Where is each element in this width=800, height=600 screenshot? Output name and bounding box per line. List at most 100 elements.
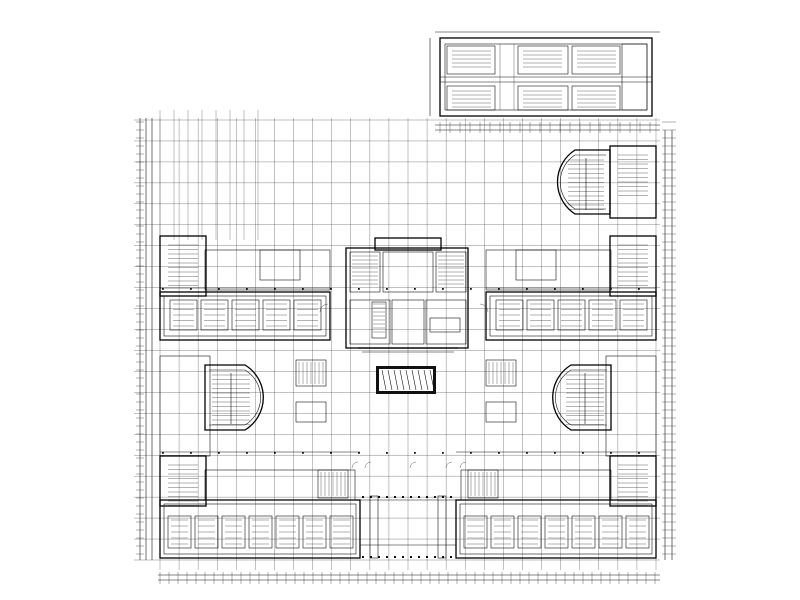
central-stair-treads <box>352 255 464 333</box>
column-marker <box>362 496 364 498</box>
lecture-hall-east <box>552 364 612 431</box>
annex-seat-rows <box>452 50 616 108</box>
classroom <box>495 299 524 331</box>
stair-line <box>405 369 411 391</box>
column-marker <box>426 556 428 558</box>
classroom <box>167 515 192 549</box>
column-marker <box>402 556 404 558</box>
column-marker <box>394 496 396 498</box>
stair-line <box>387 369 393 391</box>
east-upper-wing <box>485 235 657 341</box>
column-marker <box>638 288 640 290</box>
lecture-hall-seat-rows <box>212 158 604 425</box>
classroom <box>200 299 229 331</box>
stair-line <box>429 369 435 391</box>
classroom <box>557 299 586 331</box>
column-marker <box>246 452 248 454</box>
column-marker <box>386 452 388 454</box>
column-marker <box>402 496 404 498</box>
column-marker <box>302 452 304 454</box>
classroom <box>544 515 569 549</box>
annex-building <box>429 31 660 117</box>
column-marker <box>470 288 472 290</box>
column-marker <box>274 288 276 290</box>
classroom-seat-rows <box>167 154 650 549</box>
classroom <box>588 299 617 331</box>
classroom <box>526 299 555 331</box>
column-marker <box>394 556 396 558</box>
column-marker <box>370 496 372 498</box>
classroom <box>231 299 260 331</box>
classroom <box>571 515 596 549</box>
column-marker <box>386 556 388 558</box>
column-marker <box>442 452 444 454</box>
column-marker <box>434 556 436 558</box>
column-marker <box>386 288 388 290</box>
service-cores <box>259 249 557 499</box>
column-marker <box>370 556 372 558</box>
classroom <box>262 299 291 331</box>
column-marker <box>418 496 420 498</box>
column-marker <box>410 556 412 558</box>
column-marker <box>378 556 380 558</box>
classroom <box>625 515 650 549</box>
classroom <box>194 515 219 549</box>
column-marker <box>526 452 528 454</box>
column-marker <box>418 556 420 558</box>
column-marker <box>610 452 612 454</box>
column-marker <box>218 288 220 290</box>
column-marker <box>442 496 444 498</box>
column-marker <box>414 288 416 290</box>
column-marker <box>554 452 556 454</box>
dimension-chains <box>139 118 673 581</box>
column-marker <box>358 288 360 290</box>
column-marker <box>498 452 500 454</box>
column-marker <box>526 288 528 290</box>
column-marker <box>358 452 360 454</box>
west-upper-wing <box>159 235 331 341</box>
classroom <box>293 299 322 331</box>
connecting-corridors <box>159 355 657 559</box>
stair-line <box>399 369 405 391</box>
column-marker <box>414 452 416 454</box>
dimension-ticks <box>136 121 676 584</box>
classroom <box>248 515 273 549</box>
column-marker <box>442 556 444 558</box>
classroom <box>517 515 542 549</box>
column-marker <box>442 288 444 290</box>
column-marker <box>378 496 380 498</box>
column-marker <box>410 496 412 498</box>
column-marker <box>450 496 452 498</box>
classroom <box>275 515 300 549</box>
lecture-hall-west <box>204 364 264 431</box>
stair-line <box>381 369 387 391</box>
lecture-hall-ne <box>556 145 657 219</box>
service-core-hatching <box>298 362 514 496</box>
stair-line <box>411 369 417 391</box>
column-marker <box>582 288 584 290</box>
column-marker <box>218 452 220 454</box>
column-marker <box>190 288 192 290</box>
column-marker <box>426 496 428 498</box>
column-marker <box>450 556 452 558</box>
column-marker <box>274 452 276 454</box>
door-swings <box>319 303 489 469</box>
stair-line <box>393 369 399 391</box>
column-marker <box>246 288 248 290</box>
column-marker <box>330 288 332 290</box>
classroom <box>329 515 354 549</box>
column-marker <box>582 452 584 454</box>
classroom <box>302 515 327 549</box>
classroom <box>169 299 198 331</box>
column-marker <box>190 452 192 454</box>
central-entrance-block <box>345 237 469 353</box>
classroom <box>221 515 246 549</box>
structural-columns <box>162 288 640 558</box>
column-marker <box>498 288 500 290</box>
column-marker <box>362 556 364 558</box>
column-marker <box>554 288 556 290</box>
classroom <box>598 515 623 549</box>
column-marker <box>162 288 164 290</box>
classroom <box>619 299 648 331</box>
